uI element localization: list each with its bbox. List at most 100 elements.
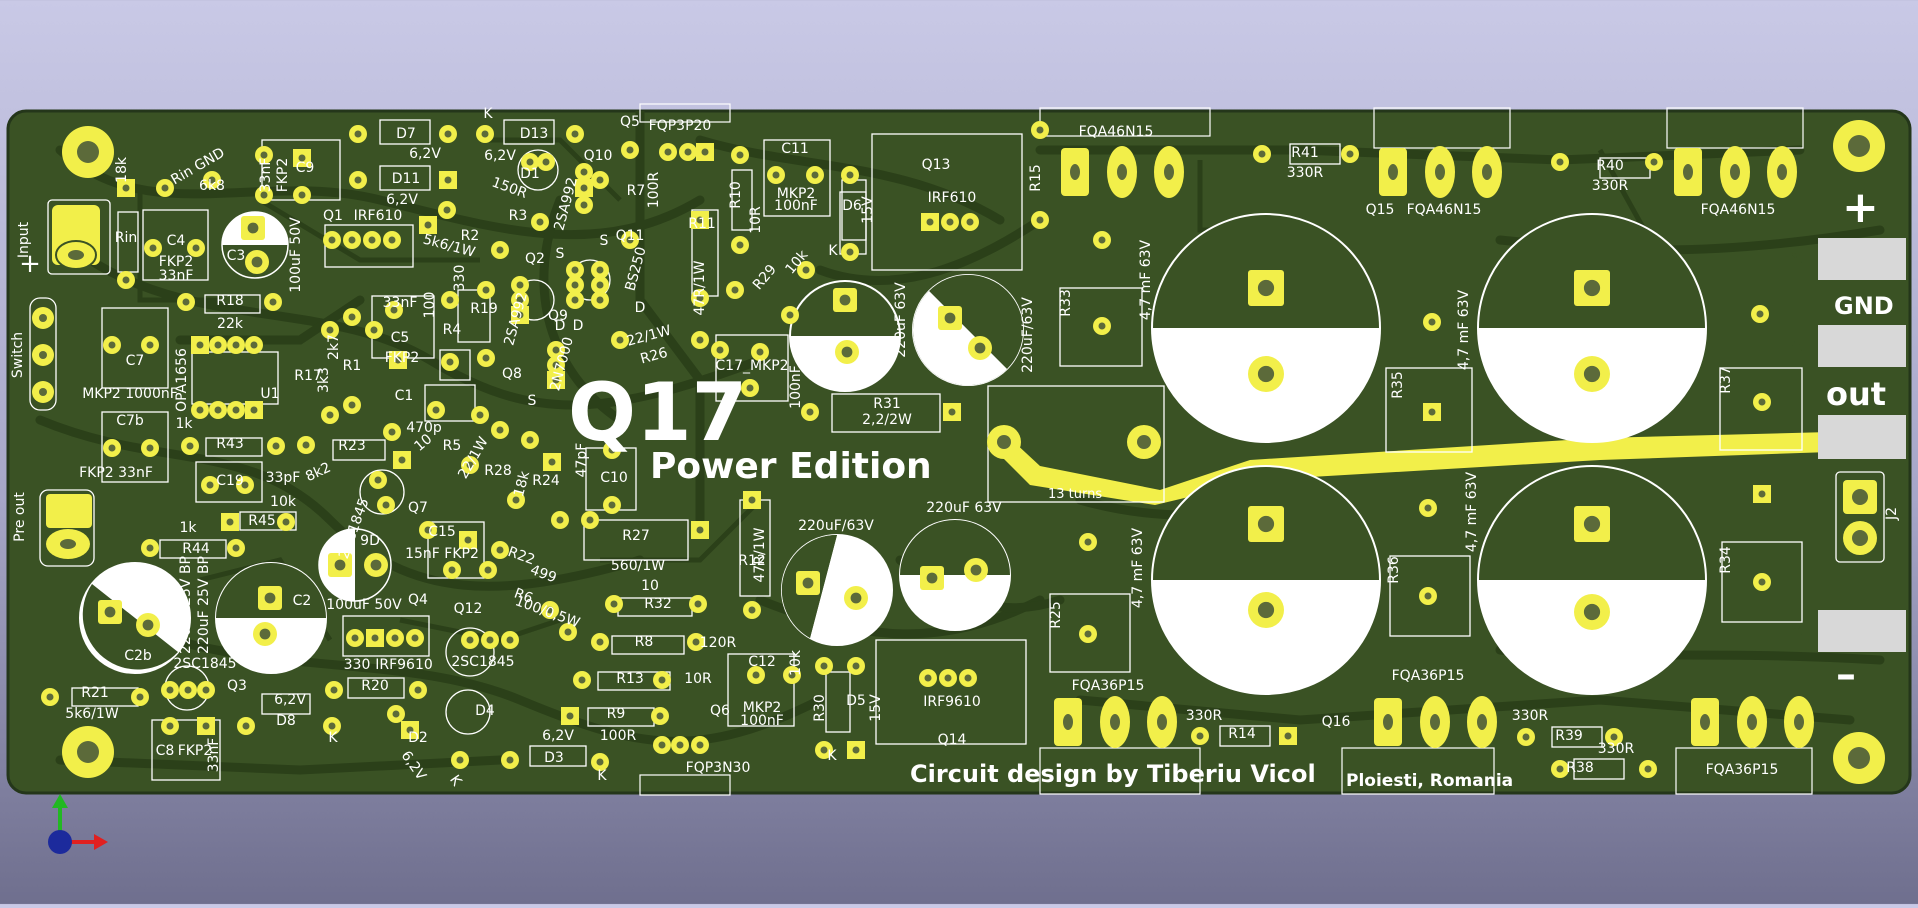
silk-label: 1k — [179, 520, 197, 536]
silk-label: R23 — [338, 438, 366, 454]
silk-label: Q12 — [454, 601, 483, 617]
board-credit: Circuit design by Tiberiu Vicol — [910, 760, 1316, 788]
silk-label: 100R — [600, 728, 637, 744]
silk-label: FQA46N15 — [1701, 202, 1776, 218]
silk-label: IRF610 — [928, 190, 977, 206]
silk-label: FKP2 — [178, 743, 213, 759]
silk-label: R19 — [470, 301, 498, 317]
silk-label: 100uF 50V — [288, 217, 304, 293]
silk-label: Q3 — [227, 678, 247, 694]
silk-label: 33nF — [159, 268, 194, 284]
silk-label: 220uF 25V BP — [196, 556, 212, 654]
silk-label: C4 — [167, 233, 186, 249]
power-terminals[interactable] — [1818, 238, 1906, 652]
silk-label: 100nF — [788, 365, 804, 409]
input-connector[interactable] — [52, 205, 100, 270]
silk-label: Rin — [115, 230, 138, 246]
pre-out-connector[interactable] — [39, 489, 95, 567]
silk-label: 33nF — [206, 738, 222, 773]
silk-label: 2,2/2W — [862, 412, 912, 428]
silk-label: C8 — [156, 743, 175, 759]
silk-label: Q5 — [620, 114, 640, 130]
silk-label: R39 — [1555, 728, 1583, 744]
silk-label: 10k — [270, 494, 297, 510]
silk-label: MKP2 1000nF — [82, 386, 178, 402]
silk-label: 330R — [1592, 178, 1629, 194]
silk-label: 4,7 mF 63V — [1130, 527, 1146, 608]
silk-label: FQA36P15 — [1072, 678, 1145, 694]
silk-label: 22k — [217, 316, 244, 332]
silk-label: R33 — [1058, 289, 1074, 317]
silk-label: R10 — [728, 181, 744, 209]
silk-label: FQP3N30 — [686, 760, 751, 776]
board-subtitle: Power Edition — [650, 446, 932, 487]
silk-label: C3 — [227, 248, 246, 264]
silk-label: D2 — [408, 730, 428, 746]
silk-label: 330R — [1512, 708, 1549, 724]
silk-label: 18k — [511, 469, 533, 499]
silk-label: R26 — [639, 345, 670, 368]
silk-label: 3k3 — [316, 367, 332, 393]
silk-label: D — [635, 300, 646, 316]
silk-label: Q13 — [922, 157, 951, 173]
silk-label: 47R/1W — [692, 260, 708, 315]
silk-label: C2 — [293, 593, 312, 609]
silk-label: 10k — [788, 649, 804, 676]
silk-label: 330R — [1598, 741, 1635, 757]
silk-label: 100 — [422, 292, 438, 319]
silk-label: R24 — [532, 473, 560, 489]
plus-label: + — [1842, 182, 1879, 233]
silk-label: K — [827, 748, 837, 764]
silk-label: 220uF/63V — [798, 518, 874, 534]
silk-label: R44 — [182, 541, 210, 557]
silk-label: Switch — [10, 332, 26, 378]
silk-label: R27 — [622, 528, 650, 544]
silk-label: MKP2 — [743, 700, 782, 716]
silk-label: S — [600, 233, 609, 249]
j2-label: J2 — [1884, 507, 1900, 521]
silk-label: 10R — [748, 206, 764, 234]
silk-label: R45 — [248, 513, 276, 529]
silk-label: C15 — [428, 524, 456, 540]
silk-label: C17_MKP2 — [715, 358, 788, 374]
silk-label: 2SC1845 — [173, 656, 236, 672]
j7-label: J7 — [1790, 340, 1803, 351]
silk-label: K — [483, 106, 493, 122]
silk-label: IRF9610 — [923, 694, 981, 710]
silk-label: 120R — [700, 635, 737, 651]
silk-label: D11 — [392, 171, 421, 187]
silk-label: 100nF — [774, 198, 818, 214]
silk-label: U1 — [260, 386, 279, 402]
switch-connector[interactable] — [29, 297, 57, 411]
silk-label: 9D — [360, 533, 380, 549]
silk-label: Q9 — [548, 308, 568, 324]
silk-label: R36 — [1386, 556, 1402, 584]
silk-label: R4 — [443, 322, 462, 338]
silk-label: 1k — [175, 416, 193, 432]
silk-label: S — [556, 246, 565, 262]
silk-label: FKP2 — [385, 350, 420, 366]
silk-label: 15V — [868, 694, 884, 722]
silk-label: C10 — [600, 470, 628, 486]
silk-label: 220uF 25V BP — [178, 556, 194, 654]
silk-label: D4 — [475, 703, 495, 719]
silk-label: Q11 — [616, 228, 645, 244]
silk-label: 220uF 63V — [926, 500, 1002, 516]
silk-label: C19 — [216, 473, 244, 489]
silk-label: 5k6/1W — [65, 706, 119, 722]
silk-label: 47R/1W — [752, 527, 768, 582]
power-transistor-pads — [98, 146, 1814, 748]
silk-label: D — [573, 318, 584, 334]
gnd-label: GND — [1834, 292, 1894, 320]
j2-connector[interactable] — [1835, 471, 1885, 563]
minus-label: – — [1836, 652, 1856, 698]
silk-label: R2 — [461, 228, 480, 244]
silk-label: 330 — [452, 265, 468, 292]
silk-label: Q7 — [408, 500, 428, 516]
silk-label: Q4 — [408, 592, 428, 608]
silk-label: S — [528, 393, 537, 409]
silk-label: Q1 — [323, 208, 343, 224]
silk-label: 15V — [860, 196, 876, 224]
